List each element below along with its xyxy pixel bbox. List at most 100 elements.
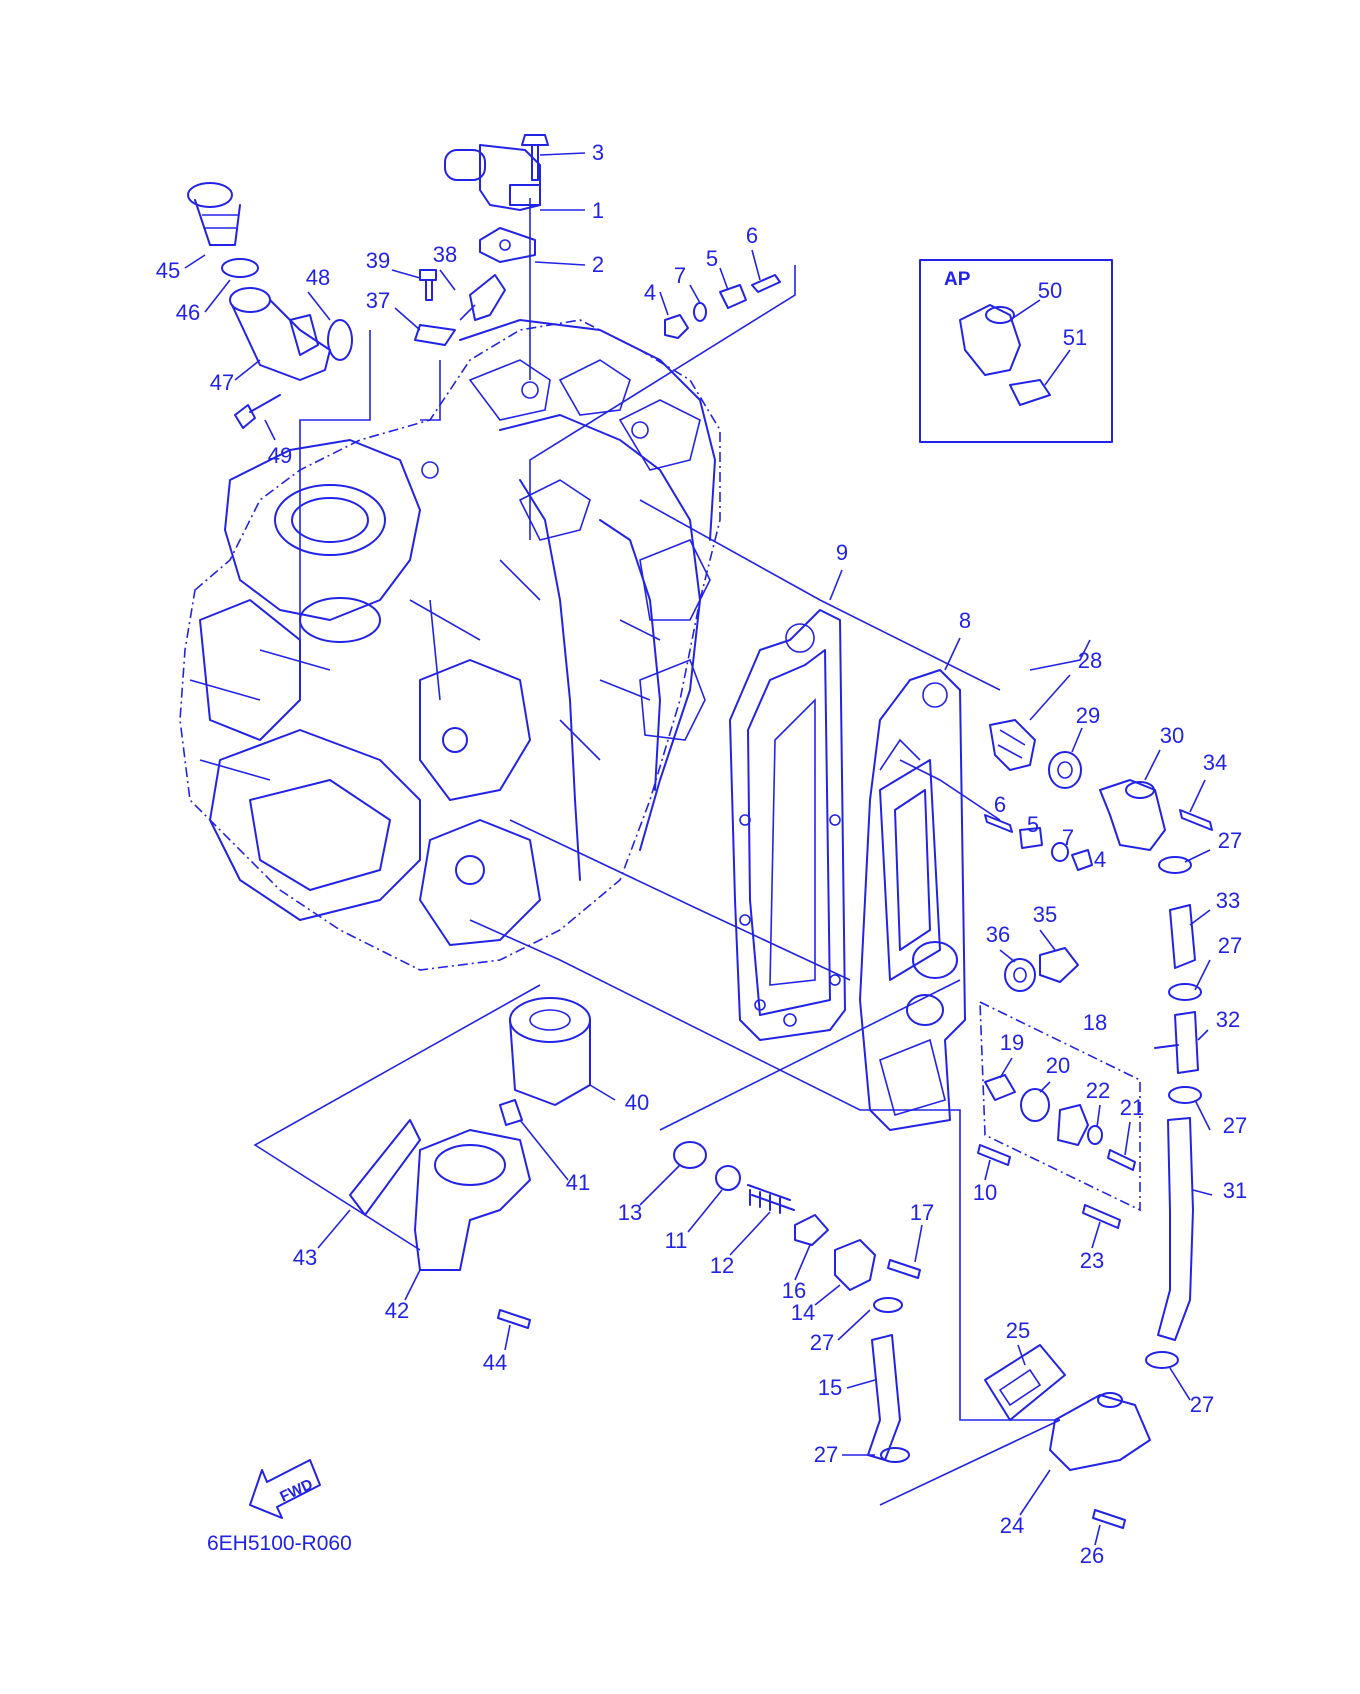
part-40-oil-filter [509,997,591,1106]
part-39-bolt [419,269,437,301]
label-part-45: 45 [156,258,180,283]
part-21-bolt [1107,1149,1136,1171]
part-30-housing [1099,779,1166,851]
part-19-fitting [984,1074,1016,1101]
part-18-valve [1057,1104,1089,1146]
label-part-5-top: 5 [706,246,718,271]
label-part-16: 16 [782,1278,806,1303]
label-part-14: 14 [791,1300,815,1325]
label-part-46: 46 [176,300,200,325]
label-part-27-f: 27 [814,1442,838,1467]
label-part-50: 50 [1038,278,1062,303]
drawing-code: 6EH5100-R060 [207,1532,352,1555]
label-part-24: 24 [1000,1513,1024,1538]
label-part-22: 22 [1086,1078,1110,1103]
label-part-6-top: 6 [746,223,758,248]
label-part-12: 12 [710,1253,734,1278]
label-part-26: 26 [1080,1543,1104,1568]
label-part-9: 9 [836,540,848,565]
part-5-collar-top [719,284,747,309]
label-part-5-mid: 5 [1027,812,1039,837]
label-part-47: 47 [210,370,234,395]
part-1-valve [444,144,541,211]
part-36-washer [1004,958,1036,992]
label-part-4-top: 4 [644,280,656,305]
label-part-40: 40 [625,1090,649,1115]
part-23-bolt [1082,1204,1121,1229]
label-part-39: 39 [366,248,390,273]
part-27-clamp-e [873,1297,903,1313]
part-28-thermostat [989,719,1036,771]
label-part-20: 20 [1046,1053,1070,1078]
part-17-bolt [887,1259,921,1279]
part-49-bolt [234,394,281,429]
label-part-36: 36 [986,922,1010,947]
label-part-27-e: 27 [810,1330,834,1355]
label-part-6-mid: 6 [994,792,1006,817]
label-part-43: 43 [293,1245,317,1270]
label-part-19: 19 [1000,1030,1024,1055]
part-42-filter-housing [414,1129,531,1271]
label-part-3: 3 [592,140,604,165]
part-27-clamp-f [880,1447,910,1463]
part-27-clamp-d [1145,1351,1179,1369]
part-27-clamp-b [1168,983,1202,1001]
part-32-joint [1154,1011,1199,1074]
label-part-17: 17 [910,1200,934,1225]
label-part-27-b: 27 [1218,933,1242,958]
part-46-o-ring [221,258,259,278]
part-7-o-ring-mid [1051,842,1069,862]
part-27-clamp-c [1168,1086,1202,1104]
part-13-seal [673,1141,707,1169]
part-45-cap [187,182,241,246]
label-part-28: 28 [1078,648,1102,673]
cylinder-block [179,319,721,971]
part-6-bolt-mid [984,814,1013,833]
fwd-direction-arrow [249,1459,321,1519]
part-4-plug-mid [1071,849,1093,871]
part-26-bolt [1092,1509,1126,1529]
label-part-49: 49 [268,443,292,468]
label-leaders [184,152,1213,1546]
label-part-10: 10 [973,1180,997,1205]
part-43-gasket [349,1119,421,1216]
part-24-thermostat-cover [1049,1392,1151,1471]
label-part-27-d: 27 [1190,1392,1214,1417]
label-part-7-top: 7 [674,263,686,288]
part-20-seal [1020,1088,1050,1122]
part-37-clamp [414,324,456,346]
part-11-collar [715,1165,741,1191]
label-part-30: 30 [1160,723,1184,748]
part-44-bolt [497,1309,531,1329]
label-part-44: 44 [483,1350,507,1375]
label-part-34: 34 [1203,750,1227,775]
label-part-27-c: 27 [1223,1113,1247,1138]
label-part-51: 51 [1063,325,1087,350]
label-part-11: 11 [665,1228,688,1253]
label-part-7-mid: 7 [1062,825,1074,850]
label-part-21: 21 [1120,1095,1144,1120]
ap-inset [919,259,1113,443]
label-part-48: 48 [306,265,330,290]
part-34-bolt [1179,809,1213,831]
label-part-27-a: 27 [1218,828,1242,853]
label-part-15: 15 [818,1375,842,1400]
part-4-plug-top [664,314,689,339]
part-41-fitting [499,1099,523,1126]
part-38-sensor [459,274,506,321]
label-part-8: 8 [959,608,971,633]
part-16-gasket [794,1214,829,1246]
label-part-1: 1 [592,198,604,223]
part-5-collar-mid [1019,827,1043,849]
exhaust-cover-8 [859,669,966,1131]
part-22-o-ring [1087,1125,1103,1145]
label-part-4-mid: 4 [1094,847,1106,872]
part-3-bolt [521,134,549,181]
label-part-13: 13 [618,1200,642,1225]
label-part-41: 41 [566,1170,590,1195]
part-48-o-ring [327,319,353,361]
part-2-gasket [479,227,536,263]
part-6-bolt-top [751,274,781,293]
part-12-spring [747,1184,795,1214]
